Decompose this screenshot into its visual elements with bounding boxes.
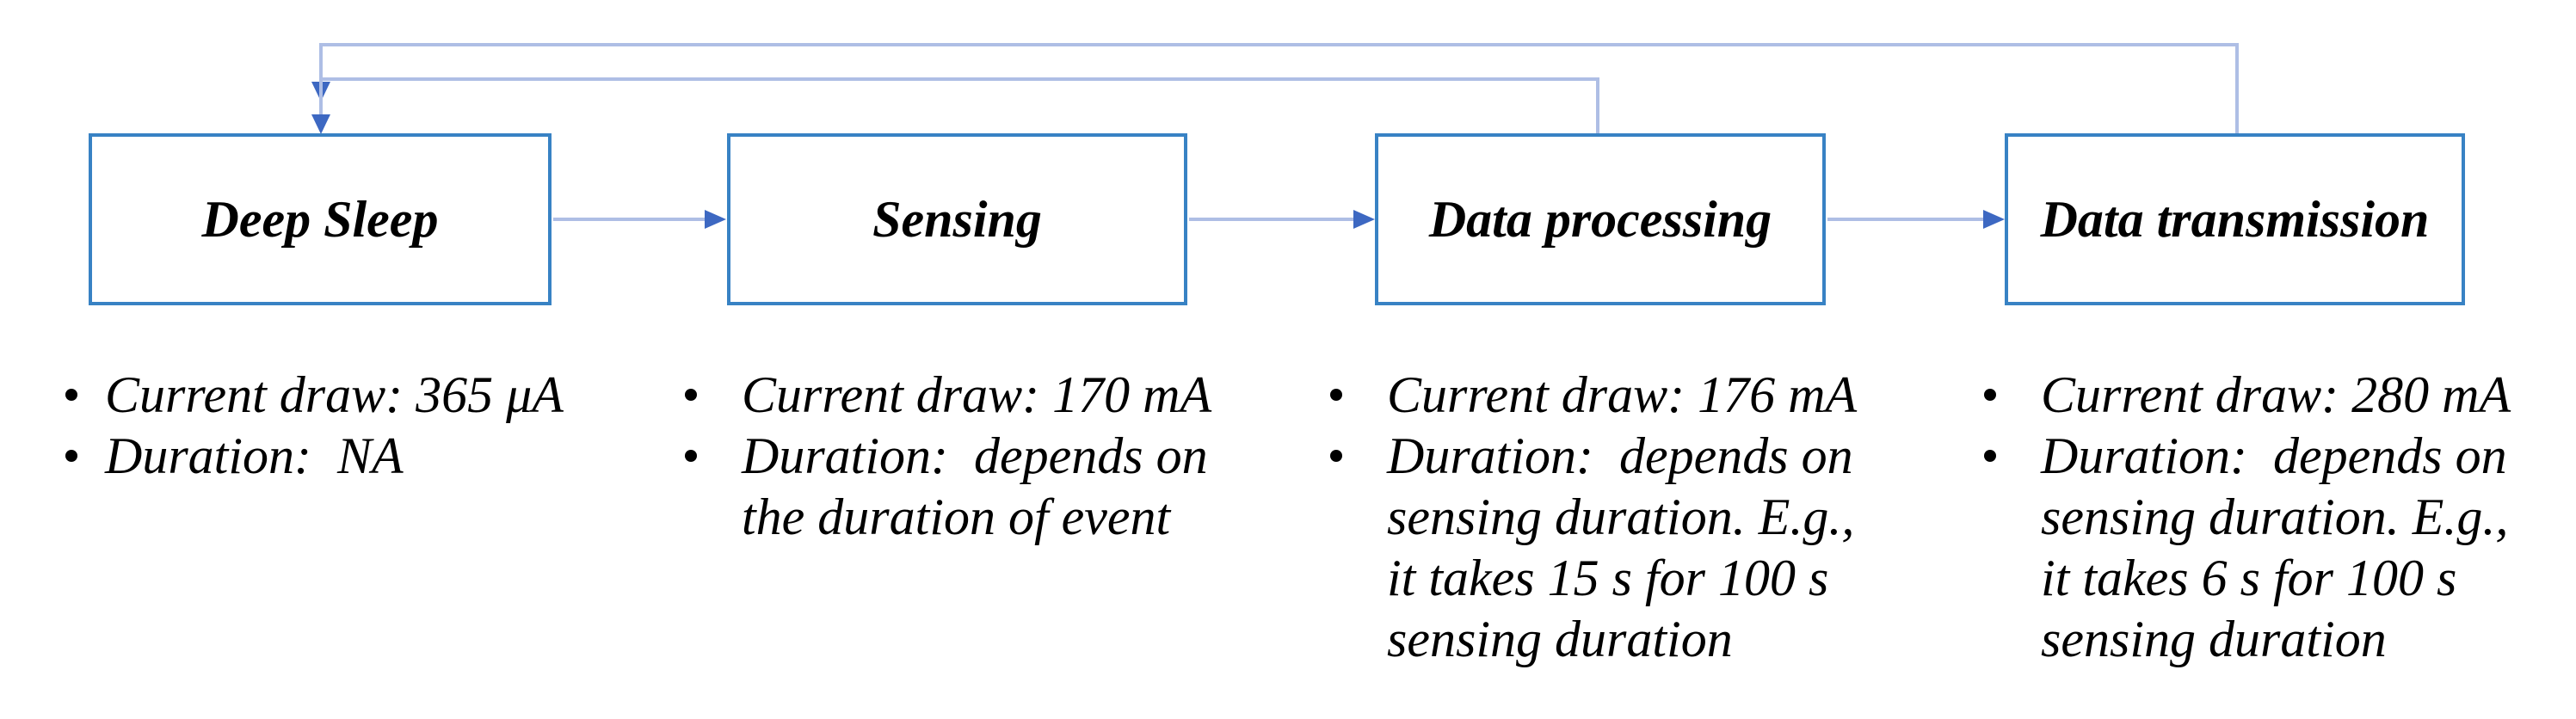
- list-item: Current draw: 170 mA: [685, 365, 1212, 426]
- arrowhead-to-sensing-icon: [705, 210, 726, 229]
- note-line: sensing duration. E.g.,: [1387, 489, 1855, 545]
- notes-deep-sleep: Current draw: 365 μA Duration: NA: [65, 365, 564, 487]
- note-line: the duration of event: [742, 489, 1171, 545]
- state-title-sensing: Sensing: [872, 190, 1042, 248]
- notes-sensing: Current draw: 170 mA Duration: depends o…: [685, 365, 1212, 548]
- state-box-data-transmission: Data transmission: [2005, 133, 2465, 305]
- bullet-icon: [1330, 450, 1342, 462]
- feedback-arrowhead-lower-icon: [311, 114, 330, 134]
- note-line: it takes 6 s for 100 s: [2041, 550, 2457, 606]
- bullet-icon: [65, 450, 77, 462]
- list-item: Duration: depends on the duration of eve…: [685, 426, 1211, 548]
- bullet-icon: [65, 389, 77, 401]
- note-line: Duration: depends on: [742, 427, 1208, 484]
- notes-data-processing: Current draw: 176 mA Duration: depends o…: [1330, 365, 1858, 670]
- state-title-data-transmission: Data transmission: [2040, 190, 2430, 248]
- note-line: Current draw: 280 mA: [2041, 366, 2511, 423]
- note-line: Duration: NA: [105, 427, 404, 484]
- list-item: Duration: depends on sensing duration. E…: [1984, 426, 2511, 670]
- state-box-sensing: Sensing: [727, 133, 1187, 305]
- state-title-data-processing: Data processing: [1428, 190, 1772, 248]
- note-line: Duration: depends on: [1387, 427, 1853, 484]
- feedback-arrow-from-data-transmission: [319, 43, 2239, 133]
- bullet-icon: [685, 389, 697, 401]
- state-box-deep-sleep: Deep Sleep: [89, 133, 552, 305]
- list-item: Current draw: 176 mA: [1330, 365, 1858, 426]
- arrowhead-to-data-processing-icon: [1353, 210, 1375, 229]
- list-item: Duration: NA: [65, 426, 564, 487]
- list-item: Current draw: 365 μA: [65, 365, 564, 426]
- note-line: Current draw: 176 mA: [1387, 366, 1858, 423]
- note-line: Current draw: 365 μA: [105, 366, 564, 423]
- note-line: it takes 15 s for 100 s: [1387, 550, 1829, 606]
- bullet-icon: [685, 450, 697, 462]
- bullet-icon: [1984, 389, 1996, 401]
- state-title-deep-sleep: Deep Sleep: [201, 190, 439, 248]
- list-item: Duration: depends on sensing duration. E…: [1330, 426, 1857, 670]
- note-line: Duration: depends on: [2041, 427, 2507, 484]
- list-item: Current draw: 280 mA: [1984, 365, 2511, 426]
- note-line: Current draw: 170 mA: [742, 366, 1212, 423]
- state-box-data-processing: Data processing: [1375, 133, 1826, 305]
- bullet-icon: [1330, 389, 1342, 401]
- notes-data-transmission: Current draw: 280 mA Duration: depends o…: [1984, 365, 2511, 670]
- feedback-arrow-from-data-processing: [319, 77, 1599, 133]
- bullet-icon: [1984, 450, 1996, 462]
- note-line: sensing duration: [1387, 611, 1733, 667]
- arrowhead-to-data-transmission-icon: [1983, 210, 2005, 229]
- note-line: sensing duration: [2041, 611, 2387, 667]
- note-line: sensing duration. E.g.,: [2041, 489, 2509, 545]
